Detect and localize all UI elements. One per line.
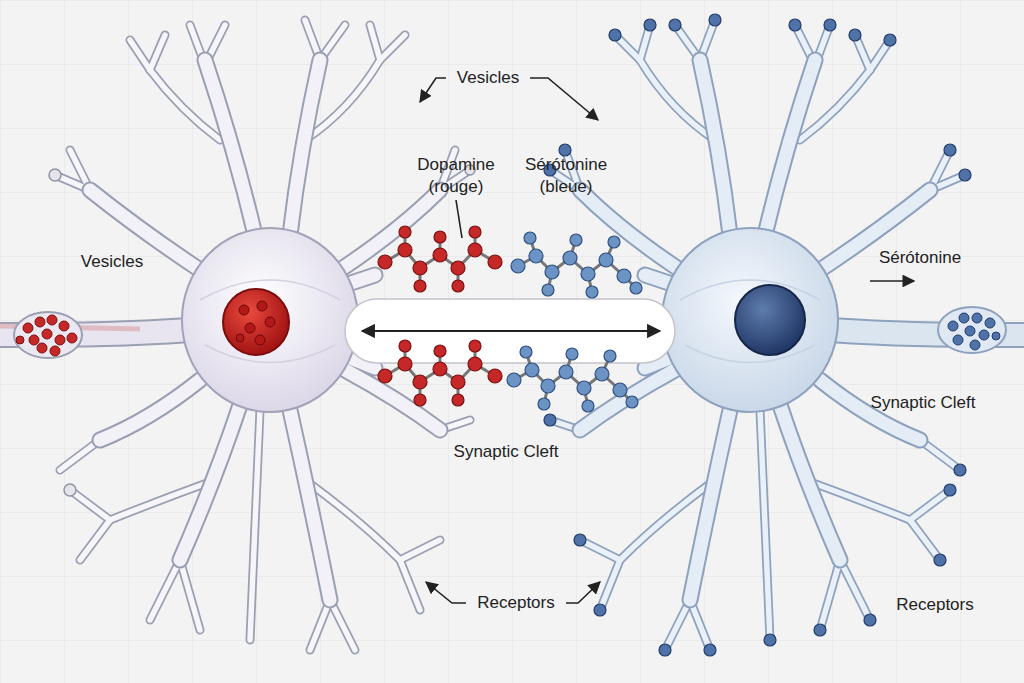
vesicle xyxy=(67,333,77,343)
vesicle xyxy=(16,336,24,344)
dopamine-molecule xyxy=(378,340,502,406)
receptor-ball xyxy=(944,484,956,496)
cell-body-shading xyxy=(200,280,340,363)
receptor-ball xyxy=(709,14,721,26)
receptor-ball xyxy=(704,644,716,656)
callout-label: Synaptic Cleft xyxy=(426,441,586,463)
receptor-ball xyxy=(814,624,826,636)
receptor-ball xyxy=(944,144,956,156)
receptor-ball xyxy=(659,644,671,656)
vesicle xyxy=(948,321,958,331)
vesicle xyxy=(50,346,60,356)
vesicle xyxy=(35,317,45,327)
dopamine-molecule xyxy=(378,226,502,292)
receptor-ball xyxy=(544,414,556,426)
axon-terminal xyxy=(14,312,82,358)
granule xyxy=(265,317,275,327)
dopamine-vesicles xyxy=(16,315,77,356)
serotonin-molecule xyxy=(511,232,642,298)
vesicle xyxy=(972,313,982,323)
leader-arrow xyxy=(530,78,598,120)
axon-terminal xyxy=(938,307,1006,353)
vesicle xyxy=(985,318,995,328)
callout-label: Sérótonine (bleue) xyxy=(514,154,618,198)
leader-arrow xyxy=(426,582,466,603)
receptor-ball xyxy=(669,19,681,31)
receptor-ball xyxy=(789,19,801,31)
vesicle xyxy=(965,326,975,336)
dendrite-tip xyxy=(49,169,61,181)
callout-label: Receptors xyxy=(456,592,576,614)
vesicle xyxy=(37,343,47,353)
granule xyxy=(245,323,255,333)
callout-label: Vesicles xyxy=(57,251,167,273)
receptor-ball xyxy=(954,464,966,476)
receptor-ball xyxy=(824,19,836,31)
receptor-ball xyxy=(594,604,606,616)
serotonin-vesicles xyxy=(948,313,1000,350)
callout-label: Dopamine (rouge) xyxy=(408,154,504,198)
leader-arrow xyxy=(420,78,446,102)
receptor-ball xyxy=(884,34,896,46)
synaptic-cleft xyxy=(345,299,675,363)
vesicle xyxy=(979,330,989,340)
receptor-ball xyxy=(559,144,571,156)
leader-arrow xyxy=(566,582,600,603)
vesicle xyxy=(42,329,52,339)
vesicle xyxy=(47,315,57,325)
receptor-ball xyxy=(609,29,621,41)
vesicle xyxy=(23,323,33,333)
vesicle xyxy=(29,335,39,345)
leader-arrow xyxy=(870,280,914,282)
receptor-ball xyxy=(764,634,776,646)
dendrite-tip xyxy=(64,484,76,496)
granule xyxy=(255,335,265,345)
receptor-ball xyxy=(864,614,876,626)
granule xyxy=(236,334,244,342)
vesicle xyxy=(59,321,69,331)
granule xyxy=(239,305,249,315)
callout-label: Vesicles xyxy=(438,67,538,89)
cell-body xyxy=(662,228,838,412)
double-arrow xyxy=(362,330,660,332)
vesicle xyxy=(55,335,65,345)
receptor-ball xyxy=(644,19,656,31)
receptor-ball xyxy=(574,534,586,546)
receptor-ball xyxy=(849,29,861,41)
cell-body xyxy=(182,228,358,412)
nucleus-granules xyxy=(236,301,275,345)
receptor-ball xyxy=(959,169,971,181)
vesicle xyxy=(953,335,963,345)
leader-line xyxy=(456,200,462,238)
cell-body-shading xyxy=(680,280,820,363)
callout-label: Sérótonine xyxy=(860,247,980,269)
serotonin-molecule xyxy=(507,346,638,412)
callout-label: Receptors xyxy=(875,594,995,616)
vesicle xyxy=(992,332,1000,340)
granule xyxy=(257,301,267,311)
vesicle xyxy=(959,313,969,323)
nucleus xyxy=(735,285,805,355)
receptor-ball xyxy=(934,554,946,566)
nucleus xyxy=(223,289,289,355)
callout-label: Synaptic Cleft xyxy=(843,392,1003,414)
vesicle xyxy=(970,340,980,350)
